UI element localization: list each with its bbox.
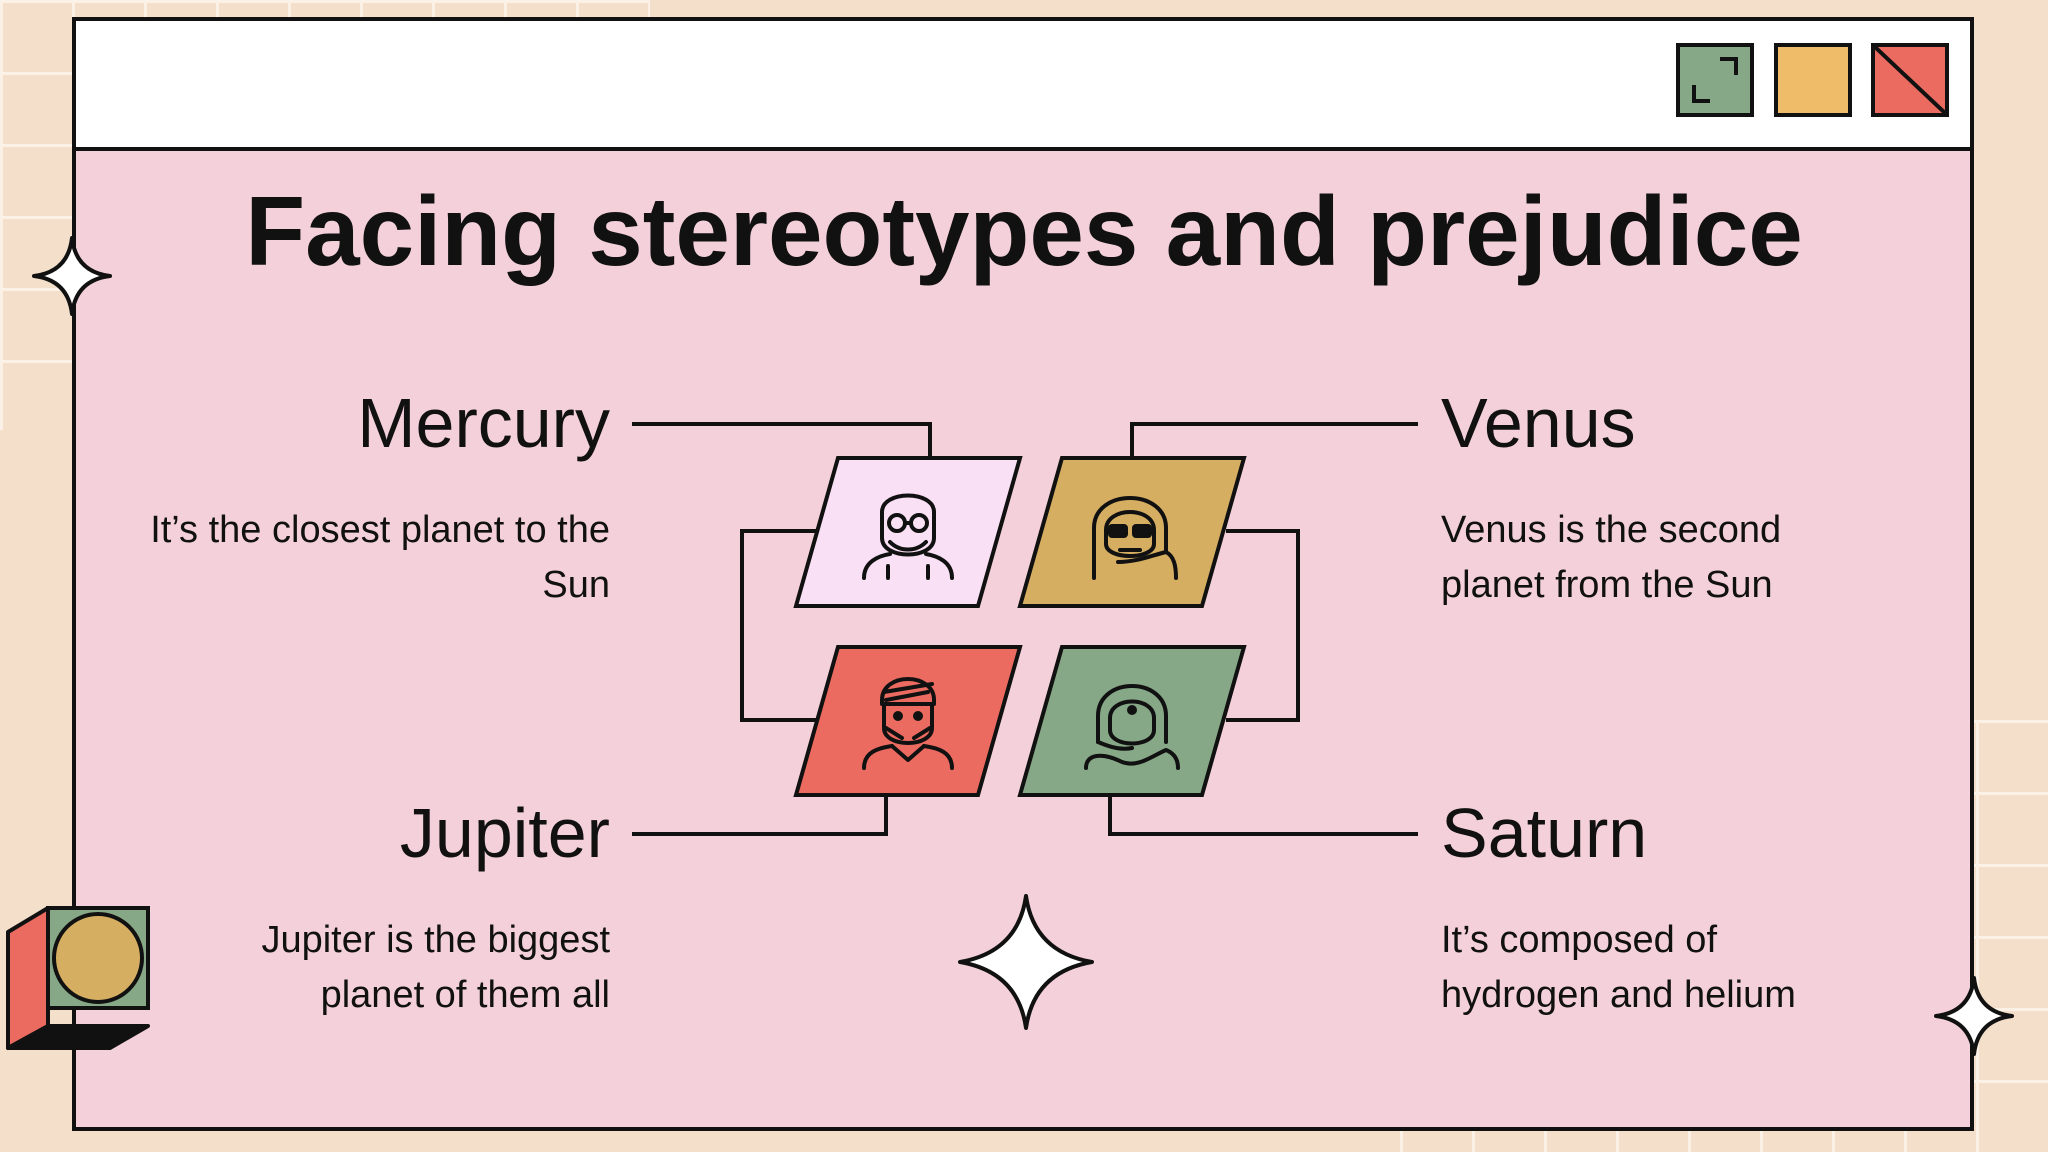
connector-right-loop	[1226, 529, 1300, 722]
card-mercury	[793, 456, 1023, 608]
page-title: Facing stereotypes and prejudice	[245, 176, 1803, 286]
minimize-button[interactable]	[1774, 43, 1852, 117]
item-desc-venus: Venus is the second planet from the Sun	[1441, 509, 1782, 606]
window-title-bar	[76, 21, 1970, 151]
close-icon	[1875, 47, 1945, 113]
bearded-man-glasses-icon	[862, 493, 954, 580]
item-desc-mercury: It’s the closest planet to the Sun	[150, 509, 610, 606]
woman-bindi-icon	[1084, 684, 1180, 770]
item-name-mercury: Mercury	[357, 384, 610, 462]
close-button[interactable]	[1871, 43, 1949, 117]
sparkle-left-icon	[32, 236, 112, 316]
item-desc-jupiter: Jupiter is the biggest planet of them al…	[261, 919, 610, 1016]
item-name-jupiter: Jupiter	[399, 794, 610, 872]
connector-saturn	[1108, 795, 1418, 836]
woman-sunglasses-icon	[1092, 496, 1178, 580]
item-desc-saturn: It’s composed of hydrogen and helium	[1441, 919, 1796, 1016]
item-name-venus: Venus	[1441, 384, 1636, 462]
connector-mercury	[632, 422, 932, 458]
item-name-saturn: Saturn	[1441, 794, 1648, 872]
sparkle-center-icon	[958, 894, 1094, 1030]
expand-icon	[1692, 57, 1738, 103]
man-turban-icon	[862, 677, 954, 770]
expand-button[interactable]	[1676, 43, 1754, 117]
cube-circle-icon	[6, 906, 150, 1050]
card-saturn	[1017, 645, 1247, 797]
sparkle-right-icon	[1934, 976, 2014, 1056]
connector-venus	[1130, 422, 1418, 458]
card-jupiter	[793, 645, 1023, 797]
connector-jupiter	[632, 795, 888, 836]
connector-left-loop	[740, 529, 818, 722]
